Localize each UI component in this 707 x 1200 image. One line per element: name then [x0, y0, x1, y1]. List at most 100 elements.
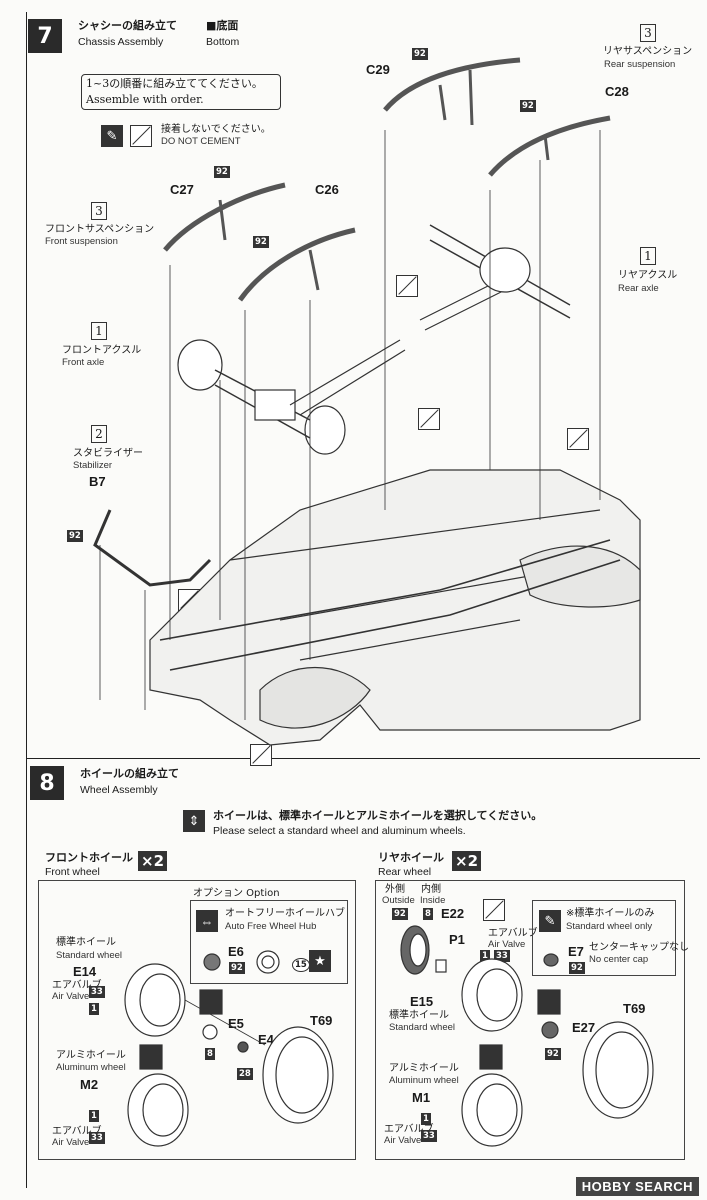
- part-m2: M2: [80, 1077, 99, 1092]
- part-e6: E6: [228, 944, 244, 959]
- part-e4: E4: [258, 1032, 274, 1047]
- stabilizer-order: 2: [91, 425, 107, 443]
- valve-jp: エアバルブ: [488, 928, 538, 939]
- part-e22: E22: [441, 906, 465, 921]
- rear-wheel-en: Rear wheel: [378, 866, 432, 878]
- code-92: 92: [545, 1048, 561, 1060]
- part-b7: B7: [89, 474, 106, 489]
- step-title-jp: シャシーの組み立て: [78, 19, 177, 32]
- chassis-diagram: [93, 57, 641, 746]
- assembly-order-note: 1~3の順番に組み立ててください。 Assemble with order.: [81, 74, 281, 110]
- nocap-jp: センターキャップなし: [589, 942, 689, 953]
- front-susp-order: 3: [91, 202, 107, 220]
- rear-wheel-panel: [375, 880, 685, 1160]
- rear-susp-en: Rear suspension: [604, 59, 676, 70]
- wheel-note-jp: ホイールは、標準ホイールとアルミホイールを選択してください。: [213, 809, 543, 822]
- front-wheel-en: Front wheel: [45, 866, 100, 878]
- no-cement-icon: [130, 125, 152, 147]
- valve-jp: エアバルブ: [52, 1126, 102, 1137]
- part-t69: T69: [310, 1013, 333, 1028]
- front-axle-jp: フロントアクスル: [62, 345, 142, 356]
- view-label-jp: ■底面: [206, 19, 239, 32]
- code-8: 8: [205, 1048, 215, 1060]
- std-wheel-jp: 標準ホイール: [389, 1010, 449, 1021]
- order-note-en: Assemble with order.: [86, 92, 204, 106]
- alu-wheel-jp: アルミホイール: [389, 1063, 459, 1074]
- std-only-panel: [532, 900, 676, 976]
- code-33: 33: [421, 1130, 437, 1142]
- alu-wheel-en: Aluminum wheel: [389, 1075, 459, 1086]
- watermark: HOBBY SEARCH: [575, 1177, 699, 1196]
- code-1: 1: [421, 1113, 431, 1125]
- rear-axle-en: Rear axle: [618, 283, 659, 294]
- hub-icon: ⇔: [196, 910, 218, 932]
- front-wheel-panel: [38, 880, 356, 1160]
- inside-en: Inside: [420, 895, 446, 906]
- part-m1: M1: [412, 1090, 431, 1105]
- wheel-note-en: Please select a standard wheel and alumi…: [213, 825, 466, 837]
- nocement-en: DO NOT CEMENT: [161, 136, 241, 147]
- page-frame: [26, 12, 701, 1188]
- step-title-jp: ホイールの組み立て: [80, 767, 179, 780]
- paint-code-c26: 92: [253, 236, 269, 248]
- swap-icon: ⇕: [183, 810, 205, 832]
- valve-en: Air Valve: [384, 1135, 422, 1146]
- rear-axle-jp: リヤアクスル: [618, 270, 678, 281]
- part-e15: E15: [410, 994, 434, 1009]
- paint-code-c27: 92: [214, 166, 230, 178]
- paint-brush-icon: ✎: [539, 910, 561, 932]
- code-92: 92: [229, 962, 245, 974]
- alu-wheel-en: Aluminum wheel: [56, 1062, 126, 1073]
- star-icon: ★: [309, 950, 331, 972]
- no-cement-icon: [418, 408, 440, 430]
- inside-jp: 内側: [421, 884, 441, 895]
- part-c26: C26: [315, 182, 339, 197]
- rear-susp-jp: リヤサスペンション: [603, 46, 693, 57]
- no-cement-icon: [567, 428, 589, 450]
- valve-en: Air Valve: [52, 991, 90, 1002]
- option-label: オプション Option: [193, 888, 280, 900]
- valve-en: Air Valve: [52, 1137, 90, 1148]
- code-92: 92: [392, 908, 408, 920]
- rear-susp-order: 3: [640, 24, 656, 42]
- code-8: 8: [423, 908, 433, 920]
- option-panel: [190, 900, 348, 984]
- rear-axle-order: 1: [640, 247, 656, 265]
- code-1: 1: [89, 1110, 99, 1122]
- no-cement-icon: [250, 744, 272, 766]
- front-wheel-qty: ×2: [138, 851, 168, 871]
- code-92: 92: [569, 962, 585, 974]
- std-wheel-en: Standard wheel: [389, 1022, 456, 1033]
- part-e5: E5: [228, 1016, 244, 1031]
- view-label-en: Bottom: [206, 36, 240, 48]
- step-number: 7: [28, 19, 62, 53]
- std-wheel-jp: 標準ホイール: [56, 937, 116, 948]
- step-title-en: Chassis Assembly: [78, 36, 164, 48]
- code-15: 15: [292, 958, 310, 972]
- front-axle-en: Front axle: [62, 357, 105, 368]
- part-e7: E7: [568, 944, 584, 959]
- part-c28: C28: [605, 84, 629, 99]
- step-number: 8: [30, 766, 64, 800]
- nocement-jp: 接着しないでください。: [161, 124, 271, 135]
- code-1: 1: [480, 950, 490, 962]
- alu-wheel-jp: アルミホイール: [56, 1050, 126, 1061]
- cement-icon: ✎: [101, 125, 123, 147]
- nocap-en: No center cap: [589, 954, 649, 965]
- valve-jp: エアバルブ: [52, 980, 102, 991]
- code-33: 33: [89, 1132, 105, 1144]
- rear-wheel-qty: ×2: [452, 851, 482, 871]
- part-t69: T69: [623, 1001, 646, 1016]
- outside-jp: 外側: [385, 884, 405, 895]
- valve-jp: エアバルブ: [384, 1124, 434, 1135]
- hub-en: Auto Free Wheel Hub: [225, 921, 317, 932]
- part-c27: C27: [170, 182, 194, 197]
- front-axle-order: 1: [91, 322, 107, 340]
- paint-code-b7: 92: [67, 530, 83, 542]
- std-only-jp: ※標準ホイールのみ: [566, 908, 655, 919]
- code-28: 28: [237, 1068, 253, 1080]
- rear-wheel-jp: リヤホイール: [378, 851, 444, 864]
- code-33: 33: [89, 986, 105, 998]
- code-33: 33: [494, 950, 510, 962]
- front-susp-jp: フロントサスペンション: [45, 224, 155, 235]
